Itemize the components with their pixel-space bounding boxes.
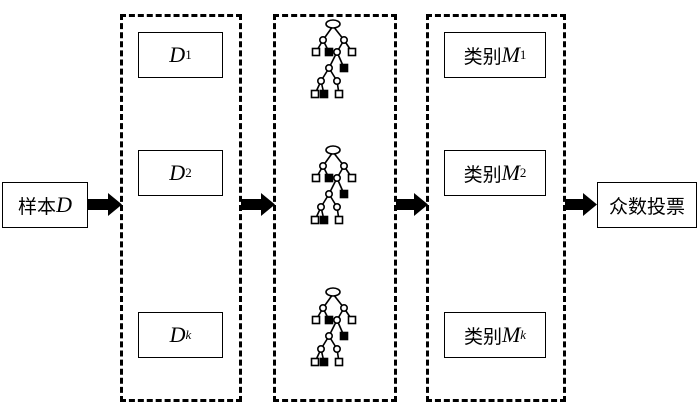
tree-root-node (325, 145, 341, 155)
tree-leaf-node (339, 189, 349, 199)
tree-leaf-node (319, 89, 329, 99)
subset-sub: 1 (185, 47, 192, 62)
tree-leaf-node (347, 173, 357, 183)
classes-group (426, 14, 566, 402)
tree-leaf-node (310, 357, 320, 367)
subset-var: D (169, 160, 186, 185)
tree-leaf-node (310, 89, 320, 99)
tree-root-node (325, 287, 341, 297)
output-label: 众数投票 (608, 195, 685, 218)
tree-internal-node (319, 161, 328, 170)
tree-internal-node (339, 35, 348, 44)
tree-leaf-node (334, 357, 344, 367)
arrow-icon (241, 193, 275, 216)
subset-sub: 2 (185, 165, 192, 180)
tree-internal-node (339, 161, 348, 170)
tree-leaf-node (319, 215, 329, 225)
subset-sub: k (185, 327, 192, 342)
tree-leaf-node (347, 47, 357, 57)
tree-internal-node (332, 202, 341, 211)
tree-leaf-node (334, 89, 344, 99)
tree-leaf-node (319, 357, 329, 367)
tree-leaf-node (347, 315, 357, 325)
arrow-icon (396, 193, 428, 216)
tree-internal-node (332, 173, 341, 182)
tree-internal-node (332, 344, 341, 353)
output-vote-box: 众数投票 (597, 182, 697, 228)
class-prefix: 类别 (463, 45, 502, 68)
tree-internal-node (317, 344, 326, 353)
class-var: M (501, 42, 520, 67)
class-sub: k (520, 327, 527, 342)
arrow-icon (88, 193, 122, 216)
tree-leaf-node (311, 47, 321, 57)
tree-leaf-node (324, 315, 334, 325)
tree-root-node (325, 19, 341, 29)
subset-var: D (169, 42, 186, 67)
tree-leaf-node (324, 47, 334, 57)
subset-var: D (169, 322, 186, 347)
class-var: M (501, 322, 521, 347)
subsets-group (120, 14, 242, 402)
class-var: M (501, 160, 520, 185)
arrow-icon (565, 193, 597, 216)
tree-leaf-node (310, 215, 320, 225)
class-prefix: 类别 (463, 325, 502, 348)
tree-leaf-node (334, 215, 344, 225)
tree-leaf-node (311, 173, 321, 183)
tree-internal-node (319, 35, 328, 44)
class-sub: 1 (519, 47, 527, 62)
tree-internal-node (324, 63, 333, 72)
tree-internal-node (324, 189, 333, 198)
input-var: D (56, 192, 72, 217)
tree-internal-node (317, 202, 326, 211)
tree-icon-2 (310, 145, 357, 225)
tree-internal-node (332, 315, 341, 324)
trees-group (273, 14, 397, 402)
input-prefix: 样本 (18, 195, 57, 218)
tree-internal-node (317, 76, 326, 85)
tree-leaf-node (339, 331, 349, 341)
tree-internal-node (339, 303, 348, 312)
tree-internal-node (319, 303, 328, 312)
tree-leaf-node (324, 173, 334, 183)
tree-internal-node (324, 331, 333, 340)
tree-icon-k (310, 287, 357, 367)
tree-internal-node (332, 47, 341, 56)
tree-icon-1 (310, 19, 357, 99)
class-prefix: 类别 (463, 163, 502, 186)
tree-leaf-node (311, 315, 321, 325)
tree-internal-node (332, 76, 341, 85)
class-sub: 2 (519, 165, 527, 180)
tree-leaf-node (339, 63, 349, 73)
